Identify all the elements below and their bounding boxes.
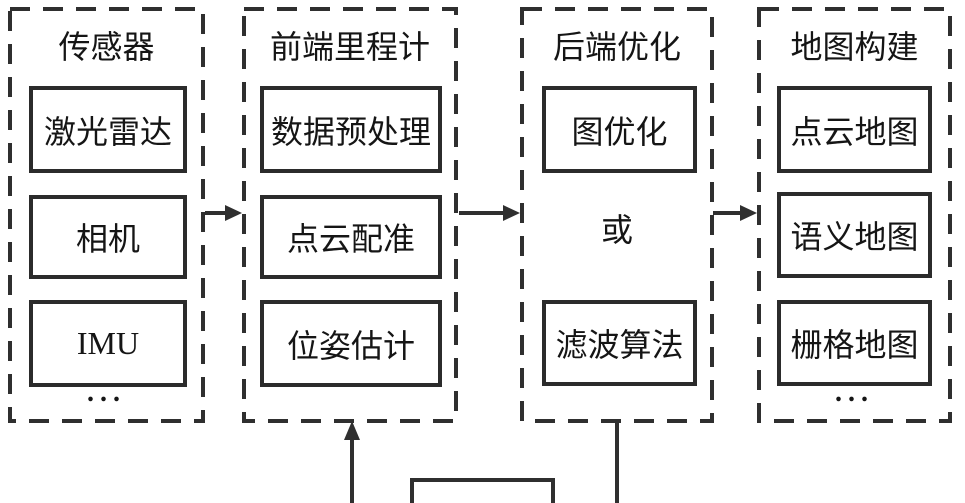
box-data-preprocessing: 数据预处理 [260, 86, 442, 173]
box-lidar: 激光雷达 [29, 86, 187, 173]
box-imu-label: IMU [76, 325, 140, 361]
mapping-dashed-border [757, 7, 952, 423]
title-map-construction: 地图构建 [790, 29, 919, 65]
arrow-sensors-to-frontend-head [225, 205, 242, 221]
title-frontend-odometry: 前端里程计 [269, 29, 430, 65]
box-lidar-label: 激光雷达 [43, 113, 172, 150]
box-pointcloud-registration-label: 点云配准 [286, 221, 415, 257]
box-pose-estimation-label: 位姿估计 [286, 327, 415, 364]
box-graph-optimization-label: 图优化 [571, 113, 668, 150]
title-sensors: 传感器 [58, 29, 155, 65]
arrow-backend-to-mapping-head [740, 205, 757, 221]
box-filter-algorithm-label: 滤波算法 [555, 327, 684, 363]
box-camera-label: 相机 [75, 221, 140, 257]
title-backend-optimization: 后端优化 [552, 29, 681, 65]
box-grid-map-label: 栅格地图 [790, 327, 919, 363]
sensors-dashed-border [8, 7, 205, 423]
box-pointcloud-registration: 点云配准 [260, 195, 442, 279]
arrow-frontend-to-backend-head [503, 205, 520, 221]
loop-closure-partial-box [410, 478, 555, 503]
frontend-dashed-border [242, 7, 458, 423]
box-grid-map: 栅格地图 [777, 300, 932, 386]
mapping-ellipsis: ... [835, 377, 874, 408]
sensors-ellipsis: ... [87, 377, 126, 408]
arrow-loop-to-frontend-head [344, 421, 360, 440]
box-semantic-map-label: 语义地图 [790, 219, 919, 255]
box-pointcloud-map: 点云地图 [777, 86, 932, 173]
box-pointcloud-map-label: 点云地图 [790, 113, 919, 150]
box-camera: 相机 [29, 195, 187, 279]
box-graph-optimization: 图优化 [542, 86, 697, 173]
box-imu: IMU [29, 300, 187, 387]
box-data-preprocessing-label: 数据预处理 [270, 113, 431, 150]
box-pose-estimation: 位姿估计 [260, 300, 442, 387]
or-label: 或 [600, 212, 633, 248]
box-semantic-map: 语义地图 [777, 192, 932, 278]
box-filter-algorithm: 滤波算法 [542, 300, 697, 386]
